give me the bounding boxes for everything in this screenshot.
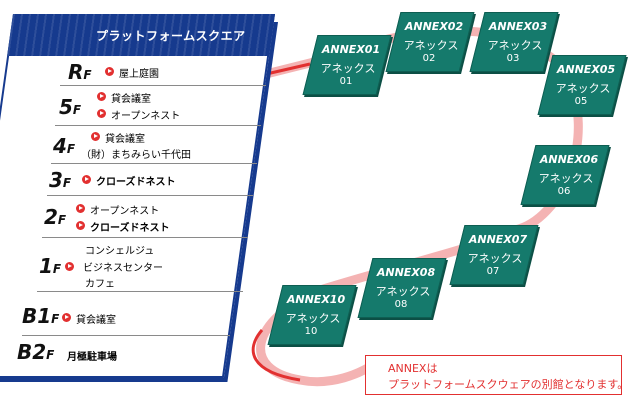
floor-rf[interactable]: RF 屋上庭園 bbox=[60, 58, 268, 86]
annex-name: ANNEX05 bbox=[556, 63, 616, 76]
floor-item: クローズドネスト bbox=[90, 223, 170, 234]
annex-03[interactable]: ANNEX03 アネックス 03 bbox=[469, 12, 559, 72]
annex-number: 03 bbox=[506, 53, 520, 64]
floor-label: 1F bbox=[39, 254, 62, 278]
annex-name: ANNEX03 bbox=[488, 20, 548, 33]
floor-label: B2F bbox=[17, 340, 55, 364]
floor-label: B1F bbox=[22, 304, 60, 328]
annex-name: ANNEX10 bbox=[286, 293, 346, 306]
annex-number: 10 bbox=[304, 326, 318, 337]
floor-item: 屋上庭園 bbox=[119, 69, 159, 80]
floor-label: 4F bbox=[53, 134, 76, 158]
annex-number: 02 bbox=[422, 53, 436, 64]
floor-item: 月極駐車場 bbox=[67, 352, 117, 363]
annex-02[interactable]: ANNEX02 アネックス 02 bbox=[385, 12, 475, 72]
arrow-bullet-icon bbox=[91, 132, 100, 141]
annex-name: ANNEX08 bbox=[376, 266, 436, 279]
annex-01[interactable]: ANNEX01 アネックス 01 bbox=[302, 35, 392, 95]
annex-kana: アネックス bbox=[403, 39, 459, 52]
floor-item: クローズドネスト bbox=[96, 177, 176, 188]
floor-item: 貸会議室 bbox=[111, 94, 151, 105]
floor-1f[interactable]: 1F コンシェルジュ ビジネスセンター カフェ bbox=[37, 238, 245, 292]
floor-item: コンシェルジュ bbox=[85, 246, 155, 257]
floor-3f[interactable]: 3F クローズドネスト bbox=[47, 164, 255, 196]
annex-name: ANNEX06 bbox=[539, 153, 599, 166]
arrow-bullet-icon bbox=[65, 262, 74, 271]
note-line-1: ANNEXは bbox=[388, 362, 438, 375]
floor-item: 貸会議室 bbox=[76, 315, 116, 326]
floor-label: 2F bbox=[44, 205, 67, 229]
annex-number: 06 bbox=[557, 186, 571, 197]
floor-item: 貸会議室 bbox=[105, 134, 145, 145]
annex-kana: アネックス bbox=[320, 62, 376, 75]
annex-06[interactable]: ANNEX06 アネックス 06 bbox=[520, 145, 610, 205]
arrow-bullet-icon bbox=[97, 109, 106, 118]
floor-item: カフェ bbox=[85, 279, 115, 290]
floor-5f[interactable]: 5F 貸会議室 オープンネスト bbox=[55, 86, 263, 126]
annex-kana: アネックス bbox=[467, 252, 523, 265]
building-title: プラットフォームスクエア bbox=[96, 29, 246, 43]
floor-label: RF bbox=[68, 60, 92, 84]
arrow-bullet-icon bbox=[97, 92, 106, 101]
floor-item: ビジネスセンター bbox=[83, 263, 163, 274]
floor-item: （財）まちみらい千代田 bbox=[81, 150, 191, 161]
annex-name: ANNEX01 bbox=[321, 43, 381, 56]
arrow-bullet-icon bbox=[105, 67, 114, 76]
annex-kana: アネックス bbox=[555, 82, 611, 95]
annex-number: 05 bbox=[574, 96, 588, 107]
annex-10[interactable]: ANNEX10 アネックス 10 bbox=[267, 285, 357, 345]
annex-05[interactable]: ANNEX05 アネックス 05 bbox=[537, 55, 627, 115]
floor-label: 5F bbox=[59, 95, 82, 119]
floor-b2f[interactable]: B2F 月極駐車場 bbox=[17, 336, 227, 370]
floor-item: オープンネスト bbox=[111, 111, 181, 122]
floor-b1f[interactable]: B1F 貸会議室 bbox=[22, 292, 232, 336]
note-line-2: プラットフォームスクウェアの別館となります。 bbox=[388, 378, 629, 391]
arrow-bullet-icon bbox=[76, 221, 85, 230]
annex-name: ANNEX07 bbox=[468, 233, 528, 246]
annex-number: 07 bbox=[486, 266, 500, 277]
arrow-bullet-icon bbox=[62, 313, 71, 322]
annex-note-box: ANNEXは プラットフォームスクウェアの別館となります。 bbox=[365, 355, 628, 395]
annex-kana: アネックス bbox=[285, 312, 341, 325]
floor-4f[interactable]: 4F 貸会議室 （財）まちみらい千代田 bbox=[51, 126, 259, 164]
annex-kana: アネックス bbox=[375, 285, 431, 298]
floor-2f[interactable]: 2F オープンネスト クローズドネスト bbox=[42, 196, 250, 238]
annex-kana: アネックス bbox=[487, 39, 543, 52]
annex-kana: アネックス bbox=[538, 172, 594, 185]
arrow-bullet-icon bbox=[82, 175, 91, 184]
annex-number: 08 bbox=[394, 299, 408, 310]
floor-item: オープンネスト bbox=[90, 206, 160, 217]
annex-08[interactable]: ANNEX08 アネックス 08 bbox=[357, 258, 447, 318]
annex-07[interactable]: ANNEX07 アネックス 07 bbox=[449, 225, 539, 285]
annex-name: ANNEX02 bbox=[404, 20, 464, 33]
arrow-bullet-icon bbox=[76, 204, 85, 213]
floor-label: 3F bbox=[49, 168, 72, 192]
annex-number: 01 bbox=[339, 76, 353, 87]
